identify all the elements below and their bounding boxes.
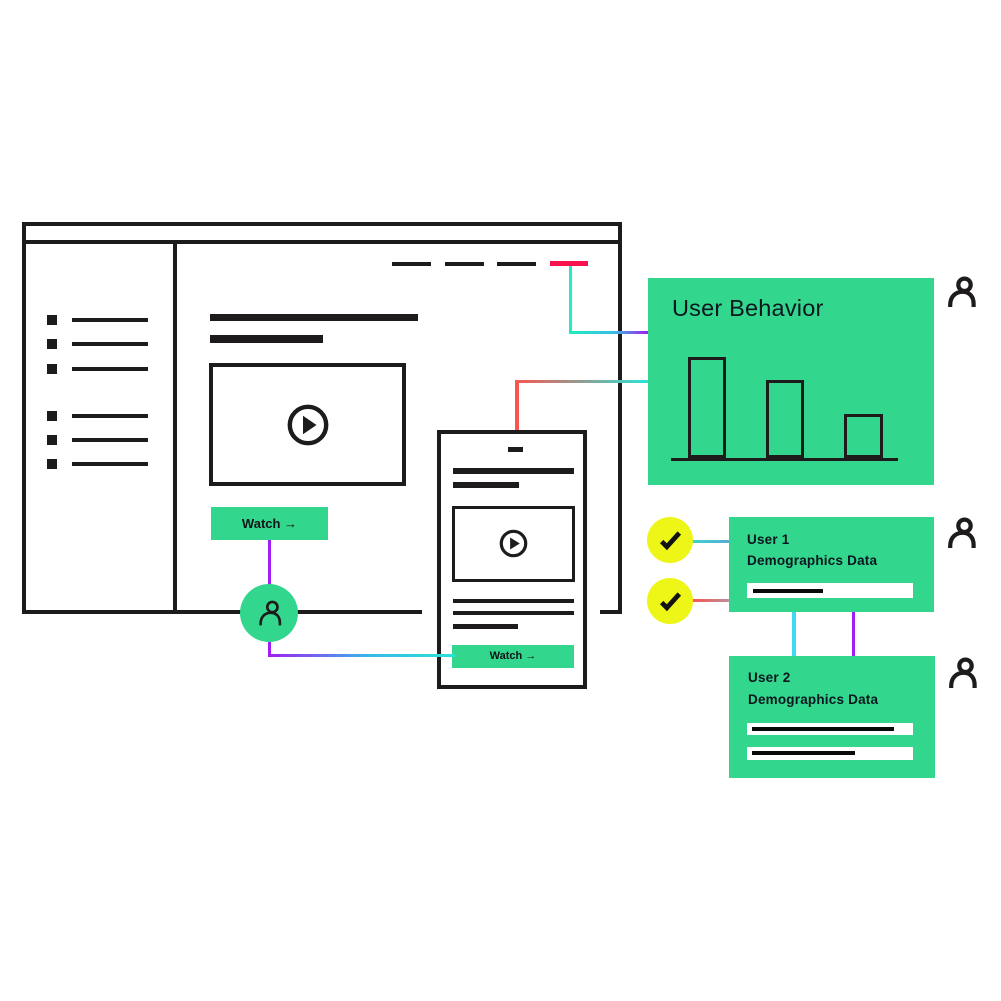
connector-person-down [267, 641, 271, 656]
user1-data-field [747, 582, 913, 598]
sidebar-item-label-placeholder[interactable] [72, 462, 148, 467]
behavior-bar [844, 413, 883, 458]
person-icon [256, 599, 283, 627]
user1-data-value-placeholder [752, 588, 823, 593]
nav-link-placeholder[interactable] [497, 261, 536, 266]
sidebar-item-label-placeholder[interactable] [72, 318, 148, 322]
person-icon [945, 275, 977, 309]
sidebar-item-bullet [47, 339, 57, 350]
browser-bottom-border-right [600, 609, 622, 614]
check-icon [657, 588, 684, 615]
user1-title: User 1 [747, 532, 790, 547]
user1-subtitle: Demographics Data [747, 553, 878, 568]
connector-person-to-phone-watch [267, 653, 455, 657]
phone-heading-placeholder [453, 467, 574, 474]
phone-text-line [453, 599, 574, 603]
phone-speaker [507, 447, 523, 452]
watch-button[interactable]: Watch → [211, 506, 328, 540]
watch-button-label: Watch → [241, 515, 298, 531]
behavior-bar [687, 356, 726, 458]
user2-data-value-placeholder [752, 727, 894, 731]
sidebar-divider [173, 243, 177, 613]
sidebar-item-label-placeholder[interactable] [72, 438, 148, 442]
check-circle [647, 517, 693, 563]
video-player [209, 363, 406, 486]
sidebar-item-label-placeholder[interactable] [72, 413, 148, 418]
sidebar-item-bullet [47, 459, 57, 470]
connector-check1-to-user1 [692, 539, 730, 543]
user-behavior-title: User Behavior [672, 295, 824, 321]
nav-link-placeholder[interactable] [392, 261, 431, 266]
nav-link-placeholder[interactable] [445, 261, 484, 266]
sidebar-item-bullet [47, 363, 57, 374]
phone-subheading-placeholder [453, 481, 519, 488]
nav-link-active[interactable] [549, 261, 588, 266]
page-heading-placeholder [210, 314, 418, 321]
person-icon [945, 516, 977, 550]
behavior-bar [765, 379, 805, 458]
phone-watch-button-label: Watch → [489, 650, 537, 662]
sidebar-item-label-placeholder[interactable] [72, 366, 148, 371]
sidebar-item-bullet [47, 435, 57, 445]
check-circle [647, 578, 693, 624]
connector-phone-to-behavior-vertical [515, 381, 519, 430]
connector-nav-to-behavior-vertical [568, 266, 572, 332]
sidebar-item-label-placeholder[interactable] [72, 342, 148, 347]
connector-user1-to-user2-purple [851, 612, 855, 656]
person-icon [946, 656, 978, 690]
behavior-chart [687, 356, 884, 458]
check-icon [657, 527, 684, 554]
user2-title: User 2 [748, 670, 791, 685]
page-subheading-placeholder [210, 335, 323, 343]
sidebar-item-bullet [47, 315, 57, 325]
play-icon[interactable] [286, 403, 330, 447]
connector-check2-to-user1 [692, 598, 730, 602]
phone-video-player [452, 506, 575, 582]
connector-user1-to-user2-cyan [792, 612, 796, 656]
connector-watch-to-person [267, 539, 271, 585]
connector-nav-to-behavior-horizontal [568, 330, 648, 334]
user2-subtitle: Demographics Data [748, 692, 879, 707]
viewer-avatar-circle [240, 584, 298, 642]
chart-baseline [671, 457, 898, 461]
connector-phone-to-behavior-horizontal [515, 379, 648, 383]
user2-data-value-placeholder [752, 751, 855, 755]
phone-text-line [453, 623, 518, 629]
phone-watch-button[interactable]: Watch → [452, 644, 574, 668]
play-icon[interactable] [498, 528, 529, 559]
browser-bottom-border-left [22, 609, 422, 614]
phone-text-line [453, 611, 574, 615]
browser-titlebar-divider [22, 240, 622, 244]
sidebar-item-bullet [47, 410, 57, 421]
